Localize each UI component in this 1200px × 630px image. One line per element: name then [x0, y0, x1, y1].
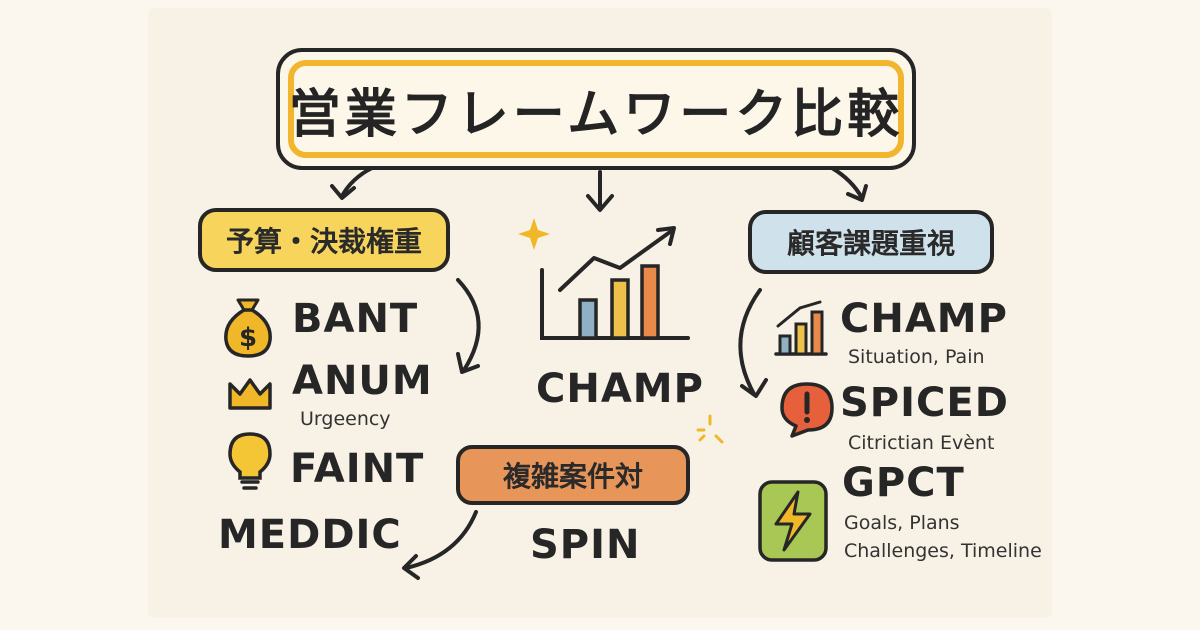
arrow-to-customer — [830, 166, 864, 200]
category-complex: 複雑案件対 — [456, 445, 690, 505]
arrowhead-customer — [846, 184, 868, 202]
arrowhead-budget — [330, 184, 356, 200]
framework-spin: SPIN — [530, 522, 641, 568]
framework-spiced: SPICED — [840, 380, 1009, 426]
category-budget: 予算・決裁権重 — [198, 208, 450, 272]
arrow-customer-down — [738, 288, 762, 396]
svg-text:$: $ — [239, 323, 257, 353]
bar-chart-small-icon — [774, 300, 828, 356]
bar-chart-icon — [518, 218, 690, 340]
framework-faint: FAINT — [290, 446, 425, 492]
arrowhead-customer-down — [740, 378, 768, 398]
framework-bant: BANT — [292, 296, 419, 342]
framework-champ-right: CHAMP — [840, 296, 1008, 342]
arrowhead-meddic — [402, 554, 420, 580]
arrow-complex-to-meddic — [404, 510, 478, 570]
crown-icon — [228, 378, 272, 410]
framework-champ-center: CHAMP — [536, 366, 704, 412]
framework-spiced-sub: Citrictian Evènt — [848, 432, 995, 454]
lightbulb-icon — [228, 432, 272, 490]
alert-bubble-icon — [780, 382, 834, 438]
framework-gpct: GPCT — [842, 460, 965, 506]
framework-gpct-sub2: Challenges, Timeline — [844, 540, 1042, 562]
money-bag-icon: $ — [224, 298, 272, 358]
title-box: 営業フレームワーク比較 — [276, 48, 916, 170]
framework-champ-right-sub: Situation, Pain — [848, 346, 985, 368]
framework-meddic: MEDDIC — [218, 512, 402, 558]
arrow-to-budget — [340, 166, 374, 198]
category-customer: 顧客課題重視 — [748, 210, 994, 274]
arrowhead-center — [586, 194, 614, 212]
framework-anum-sub: Urgeency — [300, 408, 391, 430]
lightning-icon — [758, 480, 828, 562]
page-title: 営業フレームワーク比較 — [288, 60, 904, 158]
framework-anum: ANUM — [292, 358, 433, 404]
sparkle-icon — [696, 414, 724, 444]
arrow-budget-down — [456, 278, 481, 372]
framework-gpct-sub1: Goals, Plans — [844, 512, 960, 534]
arrowhead-budget-down — [456, 352, 480, 374]
